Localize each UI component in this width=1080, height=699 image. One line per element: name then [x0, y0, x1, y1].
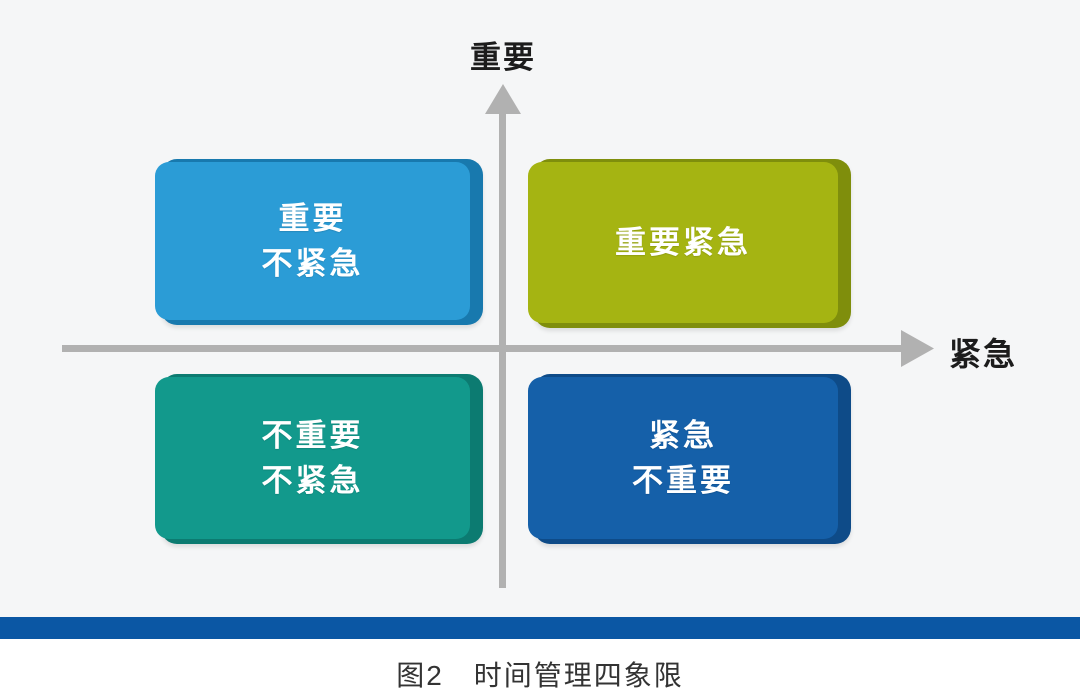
quadrant-face: 重要 不紧急 [155, 162, 470, 320]
x-axis-line [62, 345, 905, 352]
figure-caption-title: 时间管理四象限 [473, 660, 684, 691]
quadrant-face: 紧急 不重要 [528, 377, 838, 539]
x-axis-label: 紧急 [949, 336, 1018, 372]
y-axis-arrow-icon [485, 84, 521, 114]
caption-background [0, 639, 1080, 699]
quadrant-urgent-not-important: 紧急 不重要 [528, 374, 851, 544]
quadrant-label-line: 紧急 [649, 418, 717, 453]
quadrant-face: 不重要 不紧急 [155, 377, 470, 539]
figure-caption: 图2 时间管理四象限 [0, 654, 1080, 694]
quadrant-not-important-not-urgent: 不重要 不紧急 [155, 374, 483, 544]
quadrant-important-not-urgent: 重要 不紧急 [155, 159, 483, 325]
x-axis-arrow-icon [901, 330, 934, 367]
divider-bar [0, 617, 1080, 639]
quadrant-label-line: 重要 [278, 201, 347, 236]
quadrant-label-line: 不重要 [632, 463, 734, 498]
y-axis-label: 重要 [470, 40, 536, 75]
quadrant-label-line: 不紧急 [261, 246, 364, 281]
quadrant-face: 重要紧急 [528, 162, 838, 323]
quadrant-label-line: 不重要 [261, 418, 364, 453]
quadrant-important-urgent: 重要紧急 [528, 159, 851, 328]
quadrant-label-line: 重要紧急 [615, 225, 751, 260]
quadrant-label-line: 不紧急 [261, 463, 364, 498]
figure-caption-label: 图2 [396, 660, 444, 691]
